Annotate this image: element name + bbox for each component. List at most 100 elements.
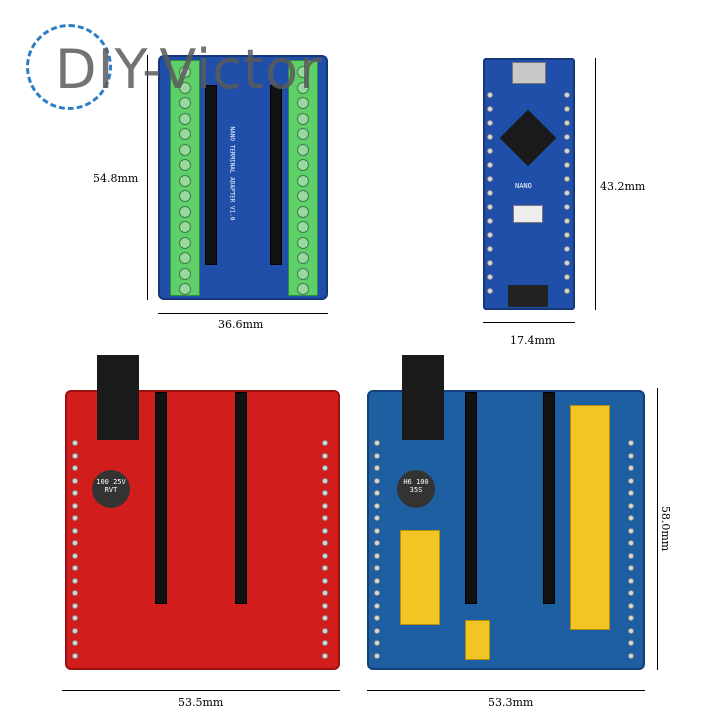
shield-pin [374,552,380,559]
yellow-header-a [400,530,440,625]
shield-pin [72,440,78,446]
usb-connector [512,62,546,84]
shield-pin [72,465,78,471]
capacitor-blue [397,470,435,508]
shield-pin [374,515,380,521]
shield-pin [72,477,78,484]
terminal-screw [179,159,191,171]
shield-pin [628,590,634,596]
nano-pin [564,190,570,196]
shield-pin [628,502,634,509]
nano-pin [487,204,493,210]
nano-width-label: 17.4mm [510,334,556,347]
nano-pin [564,134,570,140]
shield-pin [628,652,634,659]
terminal-screw [297,112,309,125]
adapter-label: NANO TERMINAL ADAPTER V1.0 [228,126,236,221]
blue-header-1 [465,392,477,604]
nano-pin [487,218,493,224]
dim-line-nano-height [595,58,596,310]
shield-pin [628,627,634,634]
nano-pin [564,176,570,182]
nano-pin [564,274,570,280]
shield-pin [628,577,634,584]
terminal-screw [179,252,191,264]
shield-pin [322,640,328,646]
terminal-width-label: 36.6mm [218,318,264,331]
shield-pin [322,627,328,634]
shield-pin [72,452,78,459]
terminal-screw [179,190,191,202]
shield-pin [628,602,634,609]
shield-pin [374,477,380,484]
shield-pin [322,502,328,509]
reset-button [513,205,543,223]
shield-pin [628,440,634,446]
shield-pin [72,627,78,634]
shield-pin [72,515,78,521]
capacitor-red-label: 100 25V RVT [96,478,126,494]
shield-pin [322,615,328,621]
shield-pin [322,565,328,571]
nano-pin [487,190,493,196]
shield-pin [374,502,380,509]
nano-pin [564,288,570,294]
shield-pin [72,577,78,584]
capacitor-red [92,470,130,508]
nano-pin [487,260,493,266]
nano-pin [564,204,570,210]
shield-pin [322,515,328,521]
shield-pin [628,490,634,496]
shield-pin [322,477,328,484]
terminal-screw [179,112,191,125]
shield-pin [322,465,328,471]
shield-pin [72,565,78,571]
terminal-screw [179,128,191,140]
shield-pin [322,540,328,546]
shield-pin [628,477,634,484]
shield-pin [628,452,634,459]
shield-pin [374,465,380,471]
terminal-screw [179,221,191,233]
nano-height-label: 43.2mm [600,180,646,193]
terminal-screw [297,159,309,171]
nano-pin [564,260,570,266]
terminal-screw [179,143,191,156]
terminal-screw [179,283,191,295]
terminal-screw [297,81,309,94]
shield-pin [628,465,634,471]
shield-pin [322,440,328,446]
blue-width-label: 53.3mm [488,696,534,709]
shield-pin [628,565,634,571]
nano-pin [487,120,493,126]
shield-pin [322,490,328,496]
nano-pin [487,92,493,98]
terminal-screw [179,97,191,109]
nano-pin [487,106,493,112]
shield-pin [374,490,380,496]
shield-pin [72,640,78,646]
nano-pin [487,274,493,280]
nano-pin [487,288,493,294]
terminal-screw [297,66,309,78]
nano-pin [487,246,493,252]
nano-pin [564,148,570,154]
nano-pin [487,148,493,154]
nano-pin [487,162,493,168]
dim-line-blue-height [657,388,658,670]
shield-pin [322,452,328,459]
shield-pin [374,440,380,446]
shield-pin [374,640,380,646]
shield-pin [72,590,78,596]
terminal-screw [179,205,191,218]
dim-line-nano-width [483,322,575,323]
shield-pin [322,577,328,584]
header-right [270,85,282,265]
shield-pin [322,652,328,659]
nano-pin [564,246,570,252]
terminal-screw [179,66,191,78]
terminal-screw [179,267,191,280]
terminal-screw [297,174,309,187]
terminal-screw [297,128,309,140]
shield-pin [374,452,380,459]
